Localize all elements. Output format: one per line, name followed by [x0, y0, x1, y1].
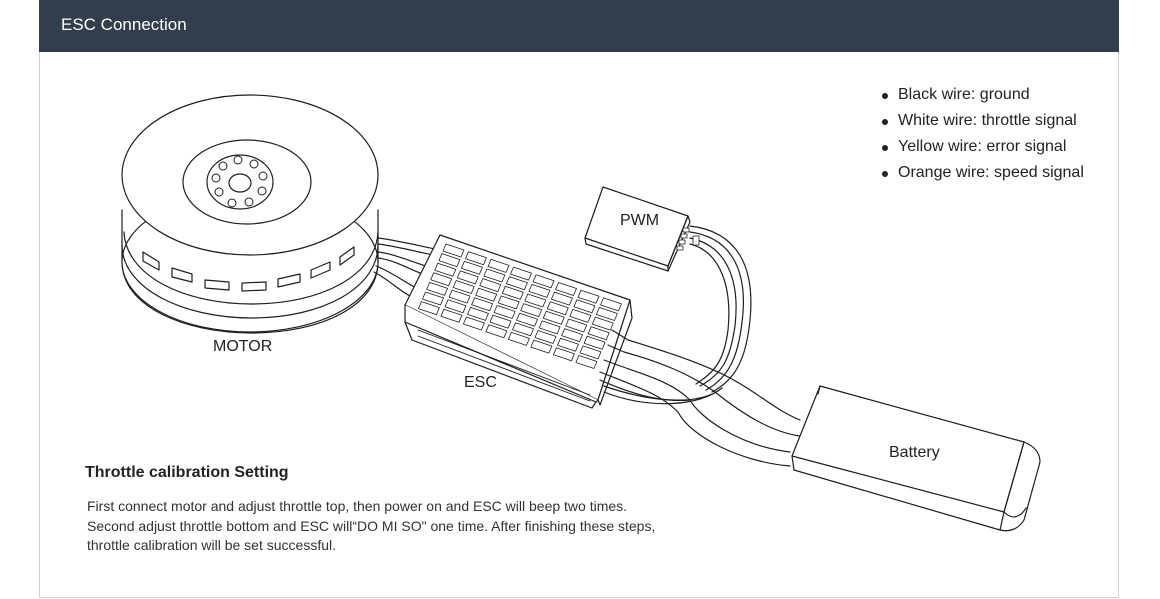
heatsink-fin [489, 314, 512, 329]
heatsink-fin [587, 326, 610, 341]
power-wires [599, 225, 801, 467]
heatsink-fin [512, 322, 534, 337]
legend-text: White wire: throttle signal [898, 112, 1077, 129]
heatsink-fin [561, 328, 583, 342]
heatsink-fin [422, 291, 444, 306]
heatsink-fin [534, 330, 557, 344]
motor-drawing [121, 94, 379, 334]
heatsink-fin [596, 307, 618, 321]
bullet-icon [882, 145, 888, 151]
heatsink-fin [546, 301, 569, 316]
legend-item: Yellow wire: error signal [882, 134, 1084, 160]
heatsink-fin [483, 268, 506, 283]
calibration-title: Throttle calibration Setting [85, 464, 289, 481]
heatsink-fin [542, 310, 565, 325]
heatsink-fin [530, 339, 553, 354]
heatsink-fin [463, 316, 485, 331]
heatsink-fin [452, 280, 475, 294]
heatsink-fin [461, 260, 483, 275]
heatsink-fin [426, 282, 448, 296]
legend-text: Black wire: ground [898, 86, 1030, 103]
calibration-text: First connect motor and adjust throttle … [87, 497, 707, 556]
heatsink-fin [538, 320, 561, 335]
heatsink-fin [575, 355, 598, 369]
heatsink-fin [506, 276, 528, 291]
heatsink-fin [508, 332, 530, 346]
heatsink-fin [569, 309, 592, 323]
heatsink-fin [510, 266, 532, 281]
bullet-icon [882, 93, 888, 99]
legend-text: Yellow wire: error signal [898, 138, 1067, 155]
bullet-icon [882, 171, 888, 177]
heatsink-fin [444, 299, 467, 314]
heatsink-fin [528, 284, 551, 298]
heatsink-fin [487, 259, 510, 273]
heatsink-fin [438, 253, 461, 267]
bullet-icon [882, 119, 888, 125]
pwm-label: PWM [620, 212, 660, 229]
heatsink-fin [600, 297, 622, 312]
legend-item: Orange wire: speed signal [882, 160, 1084, 186]
motor-label: MOTOR [213, 338, 273, 355]
section-title: ESC Connection [61, 15, 187, 34]
heatsink-fin [467, 307, 489, 321]
heatsink-fin [456, 270, 479, 285]
heatsink-fin [440, 308, 463, 323]
heatsink-fin [573, 299, 596, 314]
heatsink-fin [565, 318, 588, 333]
section-header: ESC Connection [39, 0, 1119, 52]
heatsink-fin [434, 262, 457, 277]
heatsink-fin [532, 274, 555, 289]
heatsink-fin [555, 282, 577, 296]
heatsink-fin [577, 289, 600, 304]
heatsink-fin [520, 303, 543, 317]
heatsink-fin [579, 345, 602, 360]
heatsink-fin [583, 335, 606, 350]
heatsink-fin [524, 293, 547, 308]
battery-drawing [791, 385, 1041, 532]
heatsink-fin [551, 291, 573, 306]
calibration-line: Second adjust throttle bottom and ESC wi… [87, 517, 656, 534]
heatsink-fin [591, 316, 614, 331]
heatsink-fin [501, 285, 524, 300]
heatsink-fin [557, 337, 579, 352]
esc-label: ESC [464, 374, 497, 391]
heatsink-fin [516, 312, 538, 327]
legend-text: Orange wire: speed signal [898, 164, 1084, 181]
heatsink-fin [497, 295, 520, 310]
wire-legend: Black wire: ground White wire: throttle … [882, 82, 1084, 186]
calibration-line: First connect motor and adjust throttle … [87, 498, 628, 514]
legend-item: Black wire: ground [882, 82, 1084, 108]
heatsink-fin [485, 324, 508, 339]
heatsink-fin [475, 287, 498, 302]
heatsink-fin [479, 278, 502, 292]
heatsink-fin [442, 243, 465, 258]
calibration-line: throttle calibration will be set success… [87, 537, 336, 553]
heatsink-fin [418, 301, 440, 315]
heatsink-fin [430, 272, 453, 287]
pwm-connector [584, 186, 700, 272]
battery-label: Battery [889, 444, 940, 461]
heatsink-fin [493, 305, 516, 319]
heatsink-fin [448, 289, 471, 304]
legend-item: White wire: throttle signal [882, 108, 1084, 134]
heatsink-fin [465, 251, 487, 266]
heatsink-fin [471, 297, 493, 312]
esc-drawing [404, 234, 633, 409]
heatsink-fin [553, 347, 575, 362]
